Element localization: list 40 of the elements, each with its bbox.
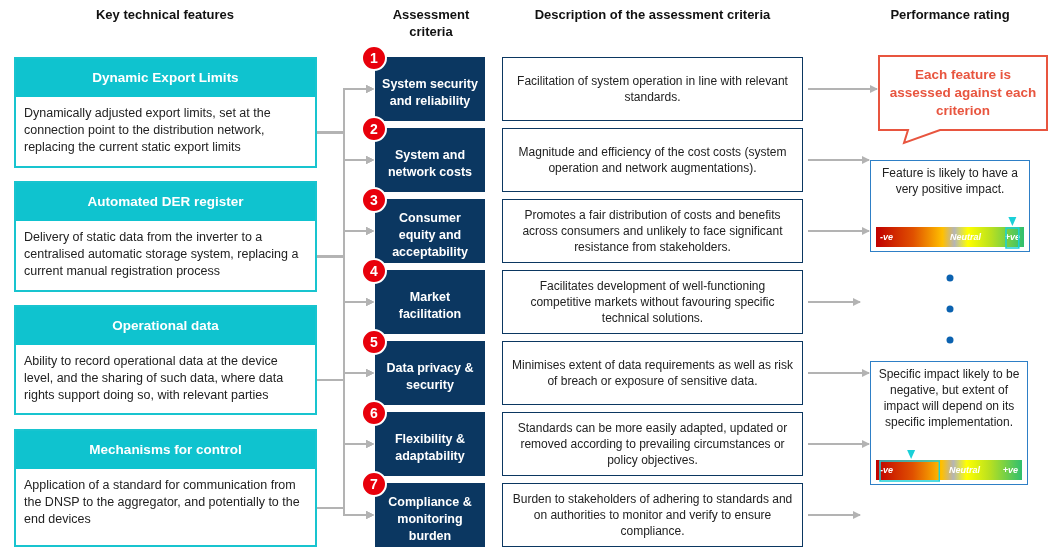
connector-arrow bbox=[807, 156, 870, 164]
feature-card bbox=[14, 429, 317, 547]
description-box: Standards can be more easily adapted, updated or removed according to prevailing circumstances or policy objectives. bbox=[502, 412, 803, 476]
description-box: Promotes a fair distribution of costs and benefits across consumers and unlikely to face significant resistance from stakeholders. bbox=[502, 199, 803, 263]
connector-arrow bbox=[807, 440, 870, 448]
description-box: Magnitude and efficiency of the cost costs (system operation and network augmentations). bbox=[502, 128, 803, 192]
criterion-box: Compliance & monitoring burden bbox=[375, 483, 485, 547]
connector-arrow bbox=[807, 85, 878, 93]
number-badge: 7 bbox=[361, 471, 387, 497]
feature-description: Ability to record operational data at the device level, and the sharing of such data, where data rights support doing so, with relevant parties bbox=[23, 353, 285, 404]
connector-arrow bbox=[807, 227, 870, 235]
feature-heading: Mechanisms for control bbox=[16, 431, 315, 469]
column-heading: Description of the assessment criteria bbox=[533, 6, 772, 23]
rating-description: Feature is likely to have a very positive impact. bbox=[880, 165, 1020, 197]
column-heading: Key technical features bbox=[95, 6, 235, 23]
rating-card bbox=[870, 160, 1030, 252]
connector-arrow bbox=[316, 507, 374, 519]
feature-heading: Operational data bbox=[16, 307, 315, 345]
feature-heading: Dynamic Export Limits bbox=[16, 59, 315, 97]
feature-description: Dynamically adjusted export limits, set at the connection point to the distribution network, replacing the current static export limits bbox=[23, 105, 272, 156]
rating-description: Specific impact likely to be negative, but extent of impact will depend on its specific implementation. bbox=[877, 366, 1021, 430]
connector-arrow bbox=[807, 511, 861, 519]
description-box: Facilitation of system operation in line with relevant standards. bbox=[502, 57, 803, 121]
scale-label: +ve bbox=[1002, 464, 1018, 476]
feature-description: Delivery of static data from the inverter to a centralised automatic storage system, replacing a current manual registration process bbox=[23, 229, 300, 280]
scale-label: -ve bbox=[880, 231, 893, 243]
description-box: Facilitates development of well-functioning competitive markets without favouring specific technical solutions. bbox=[502, 270, 803, 334]
description-box: Burden to stakeholders of adhering to standards and on authorities to monitor and verify to ensure compliance. bbox=[502, 483, 803, 547]
feature-card bbox=[14, 181, 317, 292]
connector-arrow bbox=[807, 369, 870, 377]
connector-arrow bbox=[807, 298, 861, 306]
column-heading: Assessment criteria bbox=[391, 6, 471, 40]
speech-callout: Each feature is assessed against each criterion bbox=[878, 55, 1048, 145]
feature-description: Application of a standard for communication from the DNSP to the aggregator, and potentially to the end devices bbox=[23, 477, 301, 528]
feature-heading: Automated DER register bbox=[16, 183, 315, 221]
column-heading: Performance rating bbox=[889, 6, 1011, 23]
rating-card bbox=[870, 361, 1028, 485]
feature-card bbox=[14, 57, 317, 168]
description-box: Minimises extent of data requirements as well as risk of breach or exposure of sensitive data. bbox=[502, 341, 803, 405]
feature-card bbox=[14, 305, 317, 415]
